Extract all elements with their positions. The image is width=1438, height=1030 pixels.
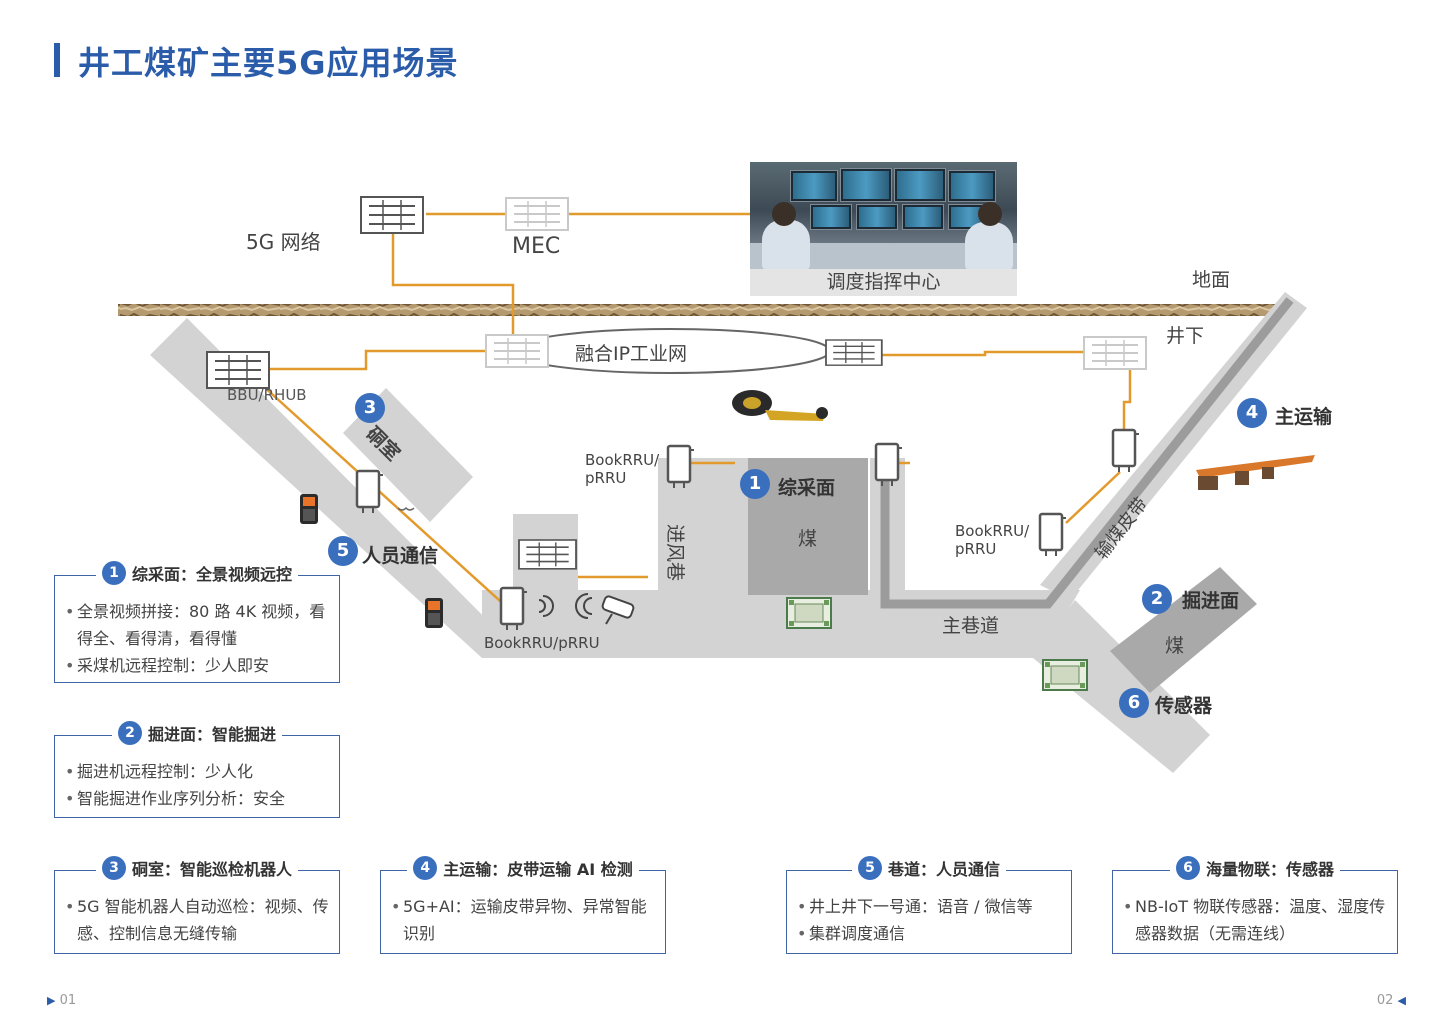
coal-seam-2 [1110,567,1257,693]
marker-6: 6 [1119,688,1149,718]
label-ground: 地面 [1192,269,1231,291]
sensor-box-2-icon [1042,659,1088,691]
scenario-box-4: 4 主运输：皮带运输 AI 检测 5G+AI：运输皮带异物、异常智能识别 [380,856,666,954]
bookrru-bottom-icon [499,586,529,632]
title-accent-bar [54,43,60,77]
scenario-2-number: 2 [117,721,142,745]
scenario-4-title: 主运输：皮带运输 AI 检测 [443,860,633,879]
coal-shearer-icon [732,390,828,421]
marker-5-label: 人员通信 [362,545,439,567]
label-underground: 井下 [1166,325,1205,347]
scenario-box-2: 2 掘进面：智能掘进 掘进机远程控制：少人化 智能掘进作业序列分析：安全 [54,721,340,818]
scenario-3-number: 3 [101,856,126,880]
scenario-1-item-2: 采煤机远程控制：少人即安 [65,652,329,679]
ip-switch-right-icon [825,339,883,367]
scenario-box-6: 6 海量物联：传感器 NB-IoT 物联传感器：温度、湿度传感器数据（无需连线） [1112,856,1398,954]
camera-icon [601,595,635,625]
label-ip-network: 融合IP工业网 [575,343,688,365]
scenario-2-title: 掘进面：智能掘进 [147,725,276,744]
scenario-3-title: 硐室：智能巡检机器人 [131,860,292,879]
scenario-box-3: 3 硐室：智能巡检机器人 5G 智能机器人自动巡检：视频、传感、控制信息无缝传输 [54,856,340,954]
marker-3: 3 [355,393,385,423]
small-signal-icon [397,506,415,511]
marker-5: 5 [328,536,358,566]
control-center-caption: 调度指挥中心 [750,269,1017,296]
network-links [261,212,1132,611]
scenario-6-item-1: NB-IoT 物联传感器：温度、湿度传感器数据（无需连线） [1123,893,1387,947]
scenario-box-5: 5 巷道：人员通信 井上井下一号通：语音 / 微信等 集群调度通信 [786,856,1072,954]
page-right-arrow-icon: ◀ [1397,994,1406,1007]
coal-seams [748,458,1257,693]
wireless-signal-icon [538,593,593,619]
mine-phone-1-icon [300,494,318,524]
label-mec: MEC [512,234,561,259]
scenario-2-item-1: 掘进机远程控制：少人化 [65,758,329,785]
bookrru-return-icon [874,442,904,488]
scenario-5-item-2: 集群调度通信 [797,920,1061,947]
scenario-4-item-1: 5G+AI：运输皮带异物、异常智能识别 [391,893,655,947]
bookrru-upper-right-icon [1111,428,1141,474]
bookrru-left-tunnel-icon [355,469,385,515]
alcove-rack-icon [518,539,577,570]
bookrru-intake-icon [666,444,696,490]
left-inclined-tunnel [150,318,522,658]
conveyor-belt-line [880,297,1294,609]
page-left-number: 01 [59,993,77,1008]
scenario-5-title: 巷道：人员通信 [887,860,1000,879]
ip-switch-left-icon [485,334,549,368]
scenario-6-title: 海量物联：传感器 [1205,860,1334,879]
marker-2: 2 [1142,584,1172,614]
mec-rack-icon [505,197,569,231]
scenario-1-title: 综采面：全景视频远控 [131,565,292,584]
5g-core-rack-icon [360,196,424,234]
intake-airway-tunnel [658,458,748,590]
scenario-1-item-1: 全景视频拼接：80 路 4K 视频，看得全、看得清，看得懂 [65,598,329,652]
scenario-1-number: 1 [101,561,126,585]
label-coal-1: 煤 [798,528,818,550]
label-bookrru-bottom: BookRRU/pRRU [484,634,600,652]
marker-4: 4 [1237,398,1267,428]
bbu-rack-icon [206,351,270,389]
page-right-number: 02 [1376,993,1394,1008]
control-center-photo [750,162,1017,269]
marker-2-label: 掘进面 [1182,590,1240,612]
marker-1-label: 综采面 [778,477,836,499]
marker-6-label: 传感器 [1155,695,1213,717]
sensor-box-1-icon [786,597,832,629]
label-main-roadway: 主巷道 [942,615,1000,637]
label-coal-2: 煤 [1165,635,1185,657]
scenario-4-number: 4 [413,856,438,880]
page-left-arrow-icon: ▶ [47,994,56,1007]
label-bbu-rhub: BBU/RHUB [227,386,307,404]
scenario-5-number: 5 [857,856,882,880]
label-5g-network: 5G 网络 [246,230,321,254]
page-title: 井工煤矿主要5G应用场景 [78,44,459,82]
ip-switch-far-right-icon [1083,336,1147,370]
ground-surface-layer [118,304,1275,316]
label-bookrru-left: BookRRU/ pRRU [585,451,660,487]
page-number-left: ▶ 01 [47,993,76,1008]
marker-1: 1 [740,469,770,499]
scenario-5-item-1: 井上井下一号通：语音 / 微信等 [797,893,1061,920]
marker-4-label: 主运输 [1275,406,1333,428]
bookrru-right-icon [1038,512,1068,558]
page-number-right: 02 ◀ [1377,993,1406,1008]
mine-phone-2-icon [425,598,443,628]
label-bookrru-right: BookRRU/ pRRU [955,522,1030,558]
scenario-3-item-1: 5G 智能机器人自动巡检：视频、传感、控制信息无缝传输 [65,893,329,947]
label-intake-airway: 进风巷 [664,524,686,582]
lower-right-tunnel [1033,600,1210,773]
scenario-2-item-2: 智能掘进作业序列分析：安全 [65,785,329,812]
scenario-box-1: 1 综采面：全景视频远控 全景视频拼接：80 路 4K 视频，看得全、看得清，看得… [54,561,340,683]
belt-conveyor-icon [1196,455,1315,490]
scenario-6-number: 6 [1175,856,1200,880]
